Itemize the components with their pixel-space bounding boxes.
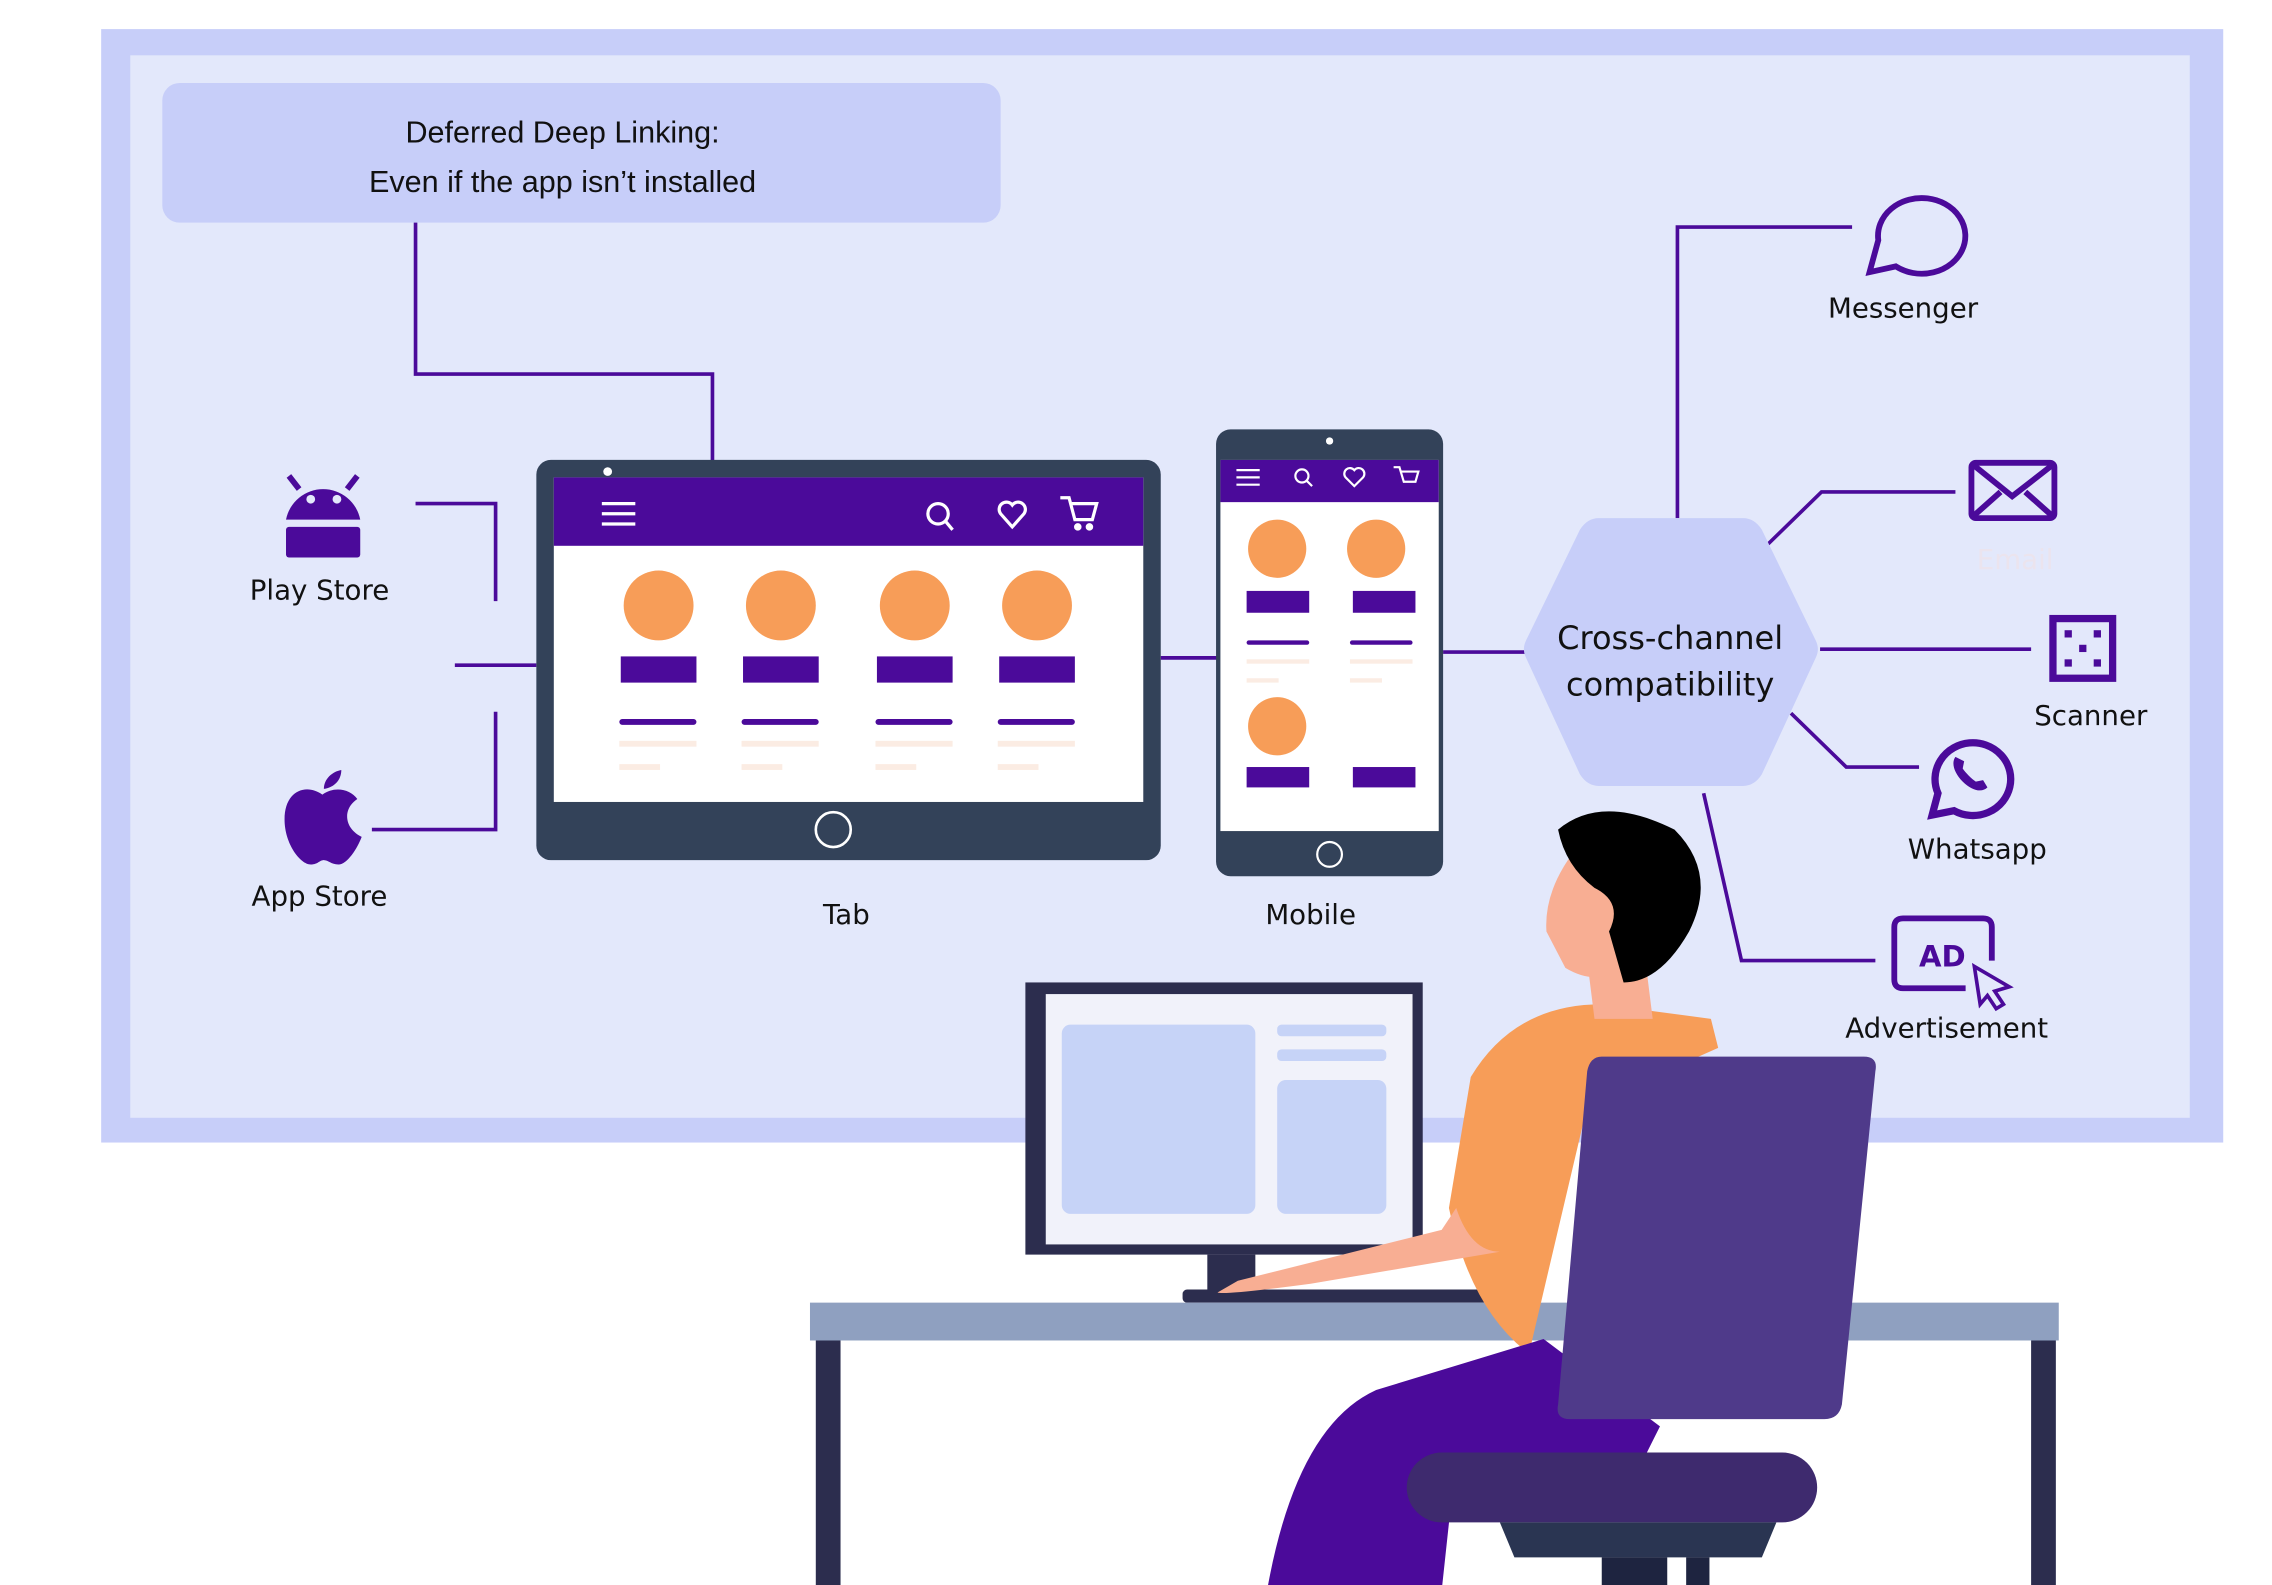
qr-scanner-icon (2049, 614, 2117, 682)
menu-icon (1236, 469, 1260, 486)
title-line-2: Even if the app isn’t installed (369, 165, 756, 199)
product-card (875, 570, 953, 770)
chat-bubble-icon (1865, 195, 1969, 277)
hub-line-2: compatibility (1566, 666, 1774, 704)
android-icon (286, 474, 361, 558)
channel-scanner: Scanner (2034, 614, 2148, 732)
channel-whatsapp: Whatsapp (1908, 739, 2047, 866)
heart-icon (1343, 467, 1366, 488)
connectors (371, 222, 2032, 963)
mobile-label: Mobile (1265, 898, 1356, 931)
tablet-product-grid (619, 570, 1075, 770)
email-label: Email (1977, 543, 2054, 576)
product-card (619, 570, 697, 770)
monitor (1025, 982, 1518, 1303)
search-icon (1294, 468, 1313, 487)
cross-channel-hub: Cross-channel compatibility (1523, 518, 1818, 786)
title-line-1: Deferred Deep Linking: (405, 116, 719, 150)
mobile-product-grid (1246, 519, 1416, 788)
title-box: Deferred Deep Linking: Even if the app i… (162, 82, 1001, 223)
play-store: Play Store (250, 474, 390, 607)
hub-line-1: Cross-channel (1557, 619, 1783, 657)
whatsapp-icon (1927, 739, 2015, 820)
channel-advertisement: AD Advertisement (1845, 915, 2048, 1045)
cart-icon (1393, 466, 1420, 483)
mobile-device (1216, 429, 1444, 877)
tablet-device (536, 459, 1161, 861)
play-store-label: Play Store (250, 574, 390, 607)
ad-cursor-icon: AD (1891, 915, 2014, 1012)
app-store: App Store (252, 769, 388, 912)
mobile-app-header (1220, 459, 1439, 503)
tab-label: Tab (822, 898, 870, 931)
home-button (1316, 840, 1344, 868)
ad-badge: AD (1919, 939, 1966, 973)
search-icon (926, 501, 954, 531)
app-store-label: App Store (252, 879, 388, 912)
home-button (814, 810, 853, 849)
envelope-icon (1968, 459, 2058, 522)
channel-messenger: Messenger (1828, 195, 1979, 324)
whatsapp-label: Whatsapp (1908, 833, 2047, 866)
menu-icon (601, 501, 636, 526)
advertisement-label: Advertisement (1845, 1012, 2048, 1045)
apple-icon (284, 769, 362, 865)
tablet-app-header (553, 477, 1144, 546)
product-card (997, 570, 1075, 770)
scanner-label: Scanner (2034, 699, 2148, 732)
chair (1406, 1056, 1876, 1585)
person-at-desk (809, 811, 2059, 1585)
heart-icon (997, 500, 1027, 530)
product-card (741, 570, 819, 770)
channel-email: Email (1968, 459, 2058, 576)
desk (809, 1302, 2059, 1585)
messenger-label: Messenger (1828, 291, 1979, 324)
cart-icon (1060, 496, 1099, 531)
